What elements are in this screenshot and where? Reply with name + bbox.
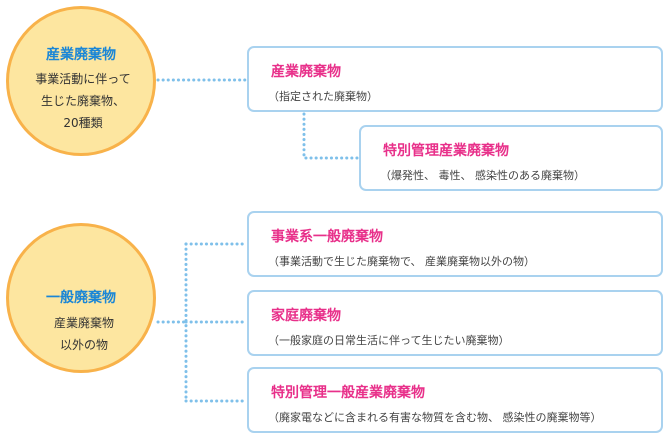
household-waste-box-description: （一般家庭の日常生活に伴って生じたい廃棄物） bbox=[268, 334, 510, 347]
general-waste-circle-title: 一般廃棄物 bbox=[46, 290, 116, 306]
general-waste-circle: 一般廃棄物 産業廃棄物 以外の物 bbox=[6, 223, 156, 373]
industrial-waste-box: 産業廃棄物 （指定された廃棄物） bbox=[247, 46, 663, 112]
industrial-waste-box-title: 産業廃棄物 bbox=[271, 64, 341, 80]
special-general-waste-box-description: （廃家電などに含まれる有害な物質を含む物、 感染性の廃棄物等） bbox=[268, 411, 602, 424]
industrial-waste-circle-title: 産業廃棄物 bbox=[46, 47, 116, 63]
business-general-waste-box-description: （事業活動で生じた廃棄物で、 産業廃棄物以外の物） bbox=[268, 255, 536, 268]
special-general-waste-box-title: 特別管理一般産業廃棄物 bbox=[271, 385, 425, 401]
business-general-waste-box: 事業系一般廃棄物 （事業活動で生じた廃棄物で、 産業廃棄物以外の物） bbox=[247, 211, 663, 277]
industrial-waste-circle-description: 事業活動に伴って 生じた廃棄物、 20種類 bbox=[35, 72, 131, 130]
industrial-waste-circle: 産業廃棄物 事業活動に伴って 生じた廃棄物、 20種類 bbox=[6, 6, 156, 156]
special-industrial-waste-box-description: （爆発性、 毒性、 感染性のある廃棄物） bbox=[380, 169, 585, 182]
special-industrial-waste-box: 特別管理産業廃棄物 （爆発性、 毒性、 感染性のある廃棄物） bbox=[359, 125, 663, 191]
special-industrial-waste-box-title: 特別管理産業廃棄物 bbox=[383, 143, 509, 159]
industrial-waste-box-description: （指定された廃棄物） bbox=[268, 90, 378, 103]
household-waste-box: 家庭廃棄物 （一般家庭の日常生活に伴って生じたい廃棄物） bbox=[247, 290, 663, 356]
general-waste-circle-description: 産業廃棄物 以外の物 bbox=[53, 316, 114, 352]
connector-special-industrial bbox=[302, 112, 359, 160]
special-general-waste-box: 特別管理一般産業廃棄物 （廃家電などに含まれる有害な物質を含む物、 感染性の廃棄… bbox=[247, 367, 663, 433]
business-general-waste-box-title: 事業系一般廃棄物 bbox=[271, 229, 383, 245]
household-waste-box-title: 家庭廃棄物 bbox=[271, 308, 341, 324]
